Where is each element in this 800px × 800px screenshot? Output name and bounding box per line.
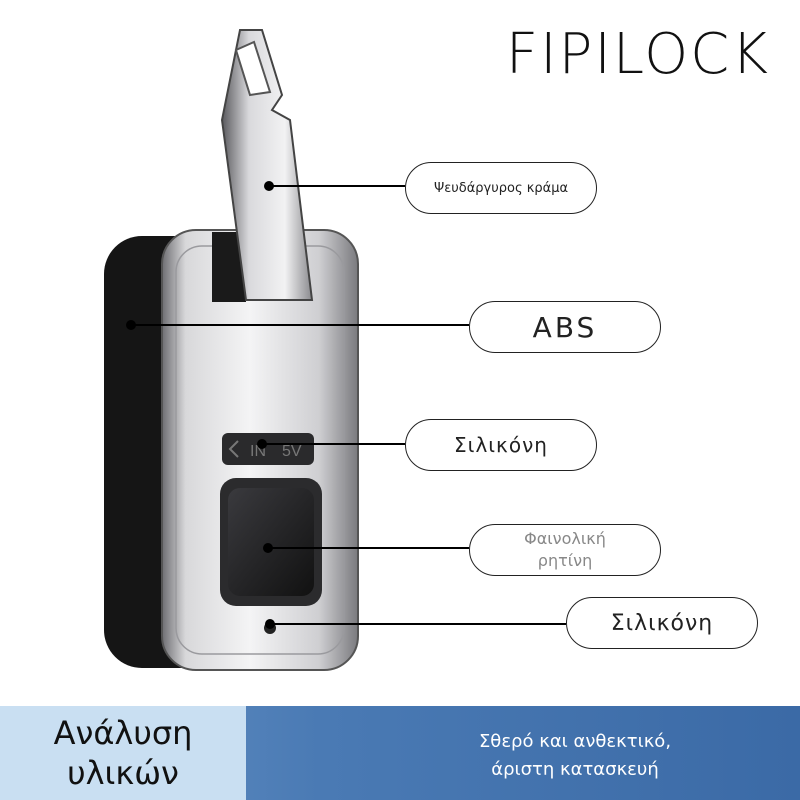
callout-silicone-bottom-label: Σιλικόνη — [610, 610, 714, 636]
callout-silicone-top-label: Σιλικόνη — [454, 433, 548, 457]
callout-alloy: Ψευδάργυρος κράμα — [405, 162, 597, 214]
callout-abs-label: ABS — [532, 310, 598, 344]
callout-resin: Φαινολική ρητίνη — [469, 524, 661, 576]
port-panel — [222, 433, 314, 465]
port-5v-label: 5V — [282, 443, 302, 460]
callout-alloy-label: Ψευδάργυρος κράμα — [433, 180, 569, 196]
footer-title-line1: Ανάλυση — [53, 714, 193, 752]
footer-tagline-line2: άριστη κατασκευή — [491, 759, 659, 780]
footer-title-box: Ανάλυση υλικών — [0, 706, 246, 800]
shackle — [220, 29, 314, 301]
brand-title: FIPILOCK — [505, 22, 770, 87]
footer-tagline: Σθερό και ανθεκτικό, άριστη κατασκευή — [430, 728, 720, 784]
callout-resin-line1: Φαινολική — [524, 529, 606, 548]
callout-resin-line2: ρητίνη — [537, 551, 593, 570]
callout-abs: ABS — [469, 301, 661, 353]
footer-title-line2: υλικών — [67, 754, 179, 792]
callout-silicone-bottom: Σιλικόνη — [566, 597, 758, 649]
callout-silicone-top: Σιλικόνη — [405, 419, 597, 471]
footer-tagline-line1: Σθερό και ανθεκτικό, — [478, 731, 672, 752]
